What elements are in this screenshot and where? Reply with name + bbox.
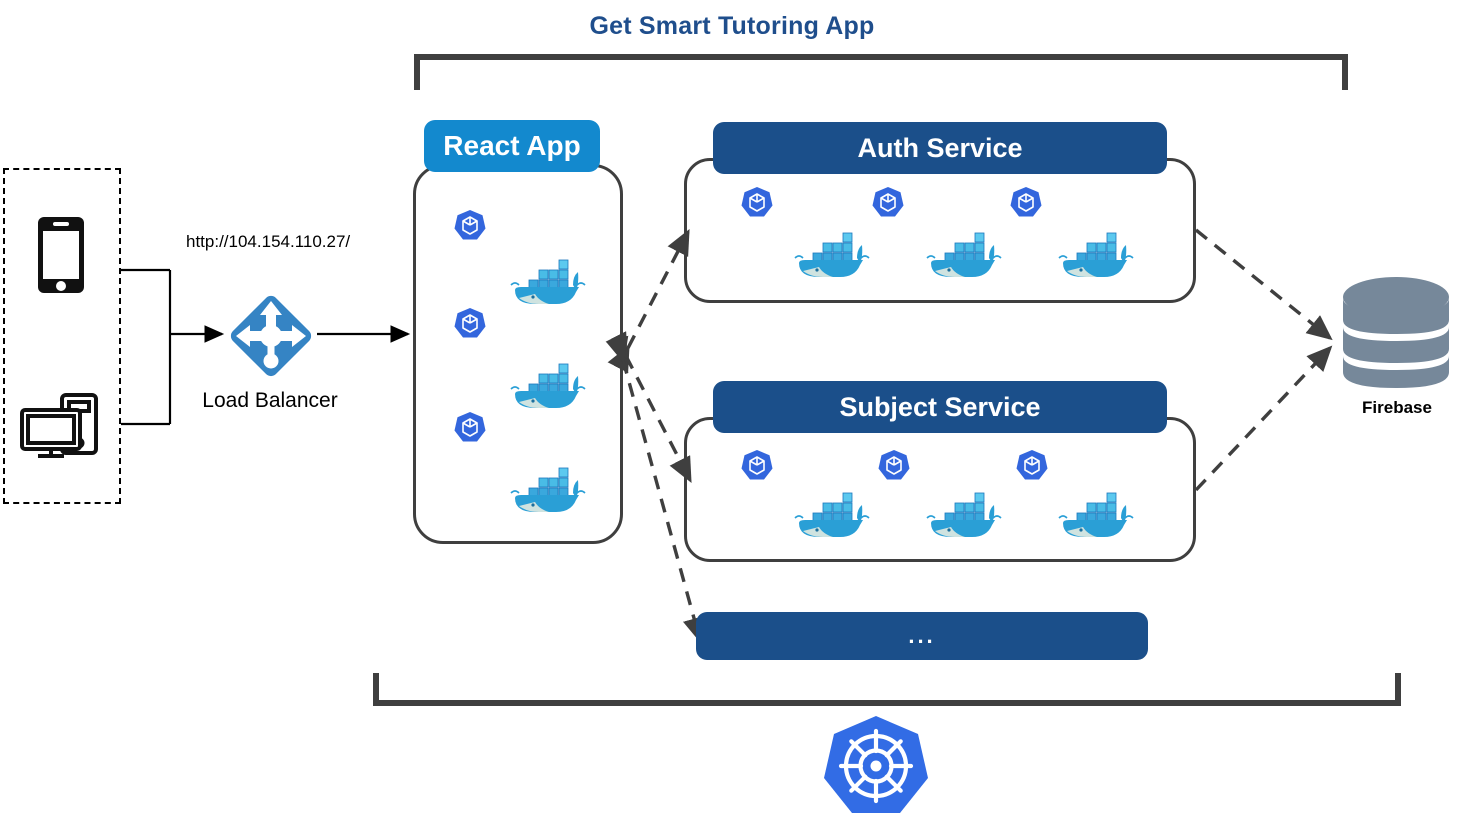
subject-service-container — [684, 417, 1196, 562]
diagram-title: Get Smart Tutoring App — [589, 12, 875, 40]
kubernetes-pod-icon — [453, 209, 487, 243]
app-boundary-bracket-bottom — [373, 673, 1401, 706]
auth-to-firebase-connector — [1194, 228, 1333, 341]
docker-whale-icon — [793, 487, 873, 541]
kubernetes-pod-icon — [740, 186, 774, 220]
kubernetes-pod-icon — [1015, 449, 1049, 483]
react-to-auth-connector — [607, 228, 690, 373]
docker-whale-icon — [925, 487, 1005, 541]
subject-service-header: Subject Service — [713, 381, 1167, 433]
load-balancer-diamond-icon — [224, 289, 318, 383]
kubernetes-pod-icon — [453, 411, 487, 445]
more-services-box: ... — [696, 612, 1148, 660]
subject-to-firebase-connector — [1194, 345, 1333, 492]
react-app-header: React App — [424, 120, 600, 172]
docker-whale-icon — [1057, 227, 1137, 281]
client-devices-zone — [3, 168, 121, 504]
kubernetes-pod-icon — [877, 449, 911, 483]
docker-whale-icon — [509, 358, 589, 412]
kubernetes-pod-icon — [1009, 186, 1043, 220]
auth-service-header: Auth Service — [713, 122, 1167, 174]
kubernetes-pod-icon — [740, 449, 774, 483]
kubernetes-logo — [822, 714, 930, 818]
react-to-subject-connector — [605, 331, 692, 484]
docker-whale-icon — [509, 462, 589, 516]
docker-whale-icon — [1057, 487, 1137, 541]
docker-whale-icon — [925, 227, 1005, 281]
desktop-computer-icon — [14, 388, 110, 462]
mobile-phone-icon — [36, 215, 86, 295]
react-app-container — [413, 164, 623, 544]
docker-whale-icon — [509, 254, 589, 308]
load-balancer-label: Load Balancer — [202, 389, 338, 412]
firebase-label: Firebase — [1362, 398, 1432, 417]
load-balancer-url-label: http://104.154.110.27/ — [186, 232, 351, 251]
database-cylinder-icon — [1337, 272, 1455, 394]
app-boundary-bracket-top — [414, 54, 1348, 90]
kubernetes-pod-icon — [453, 307, 487, 341]
docker-whale-icon — [793, 227, 873, 281]
kubernetes-pod-icon — [871, 186, 905, 220]
